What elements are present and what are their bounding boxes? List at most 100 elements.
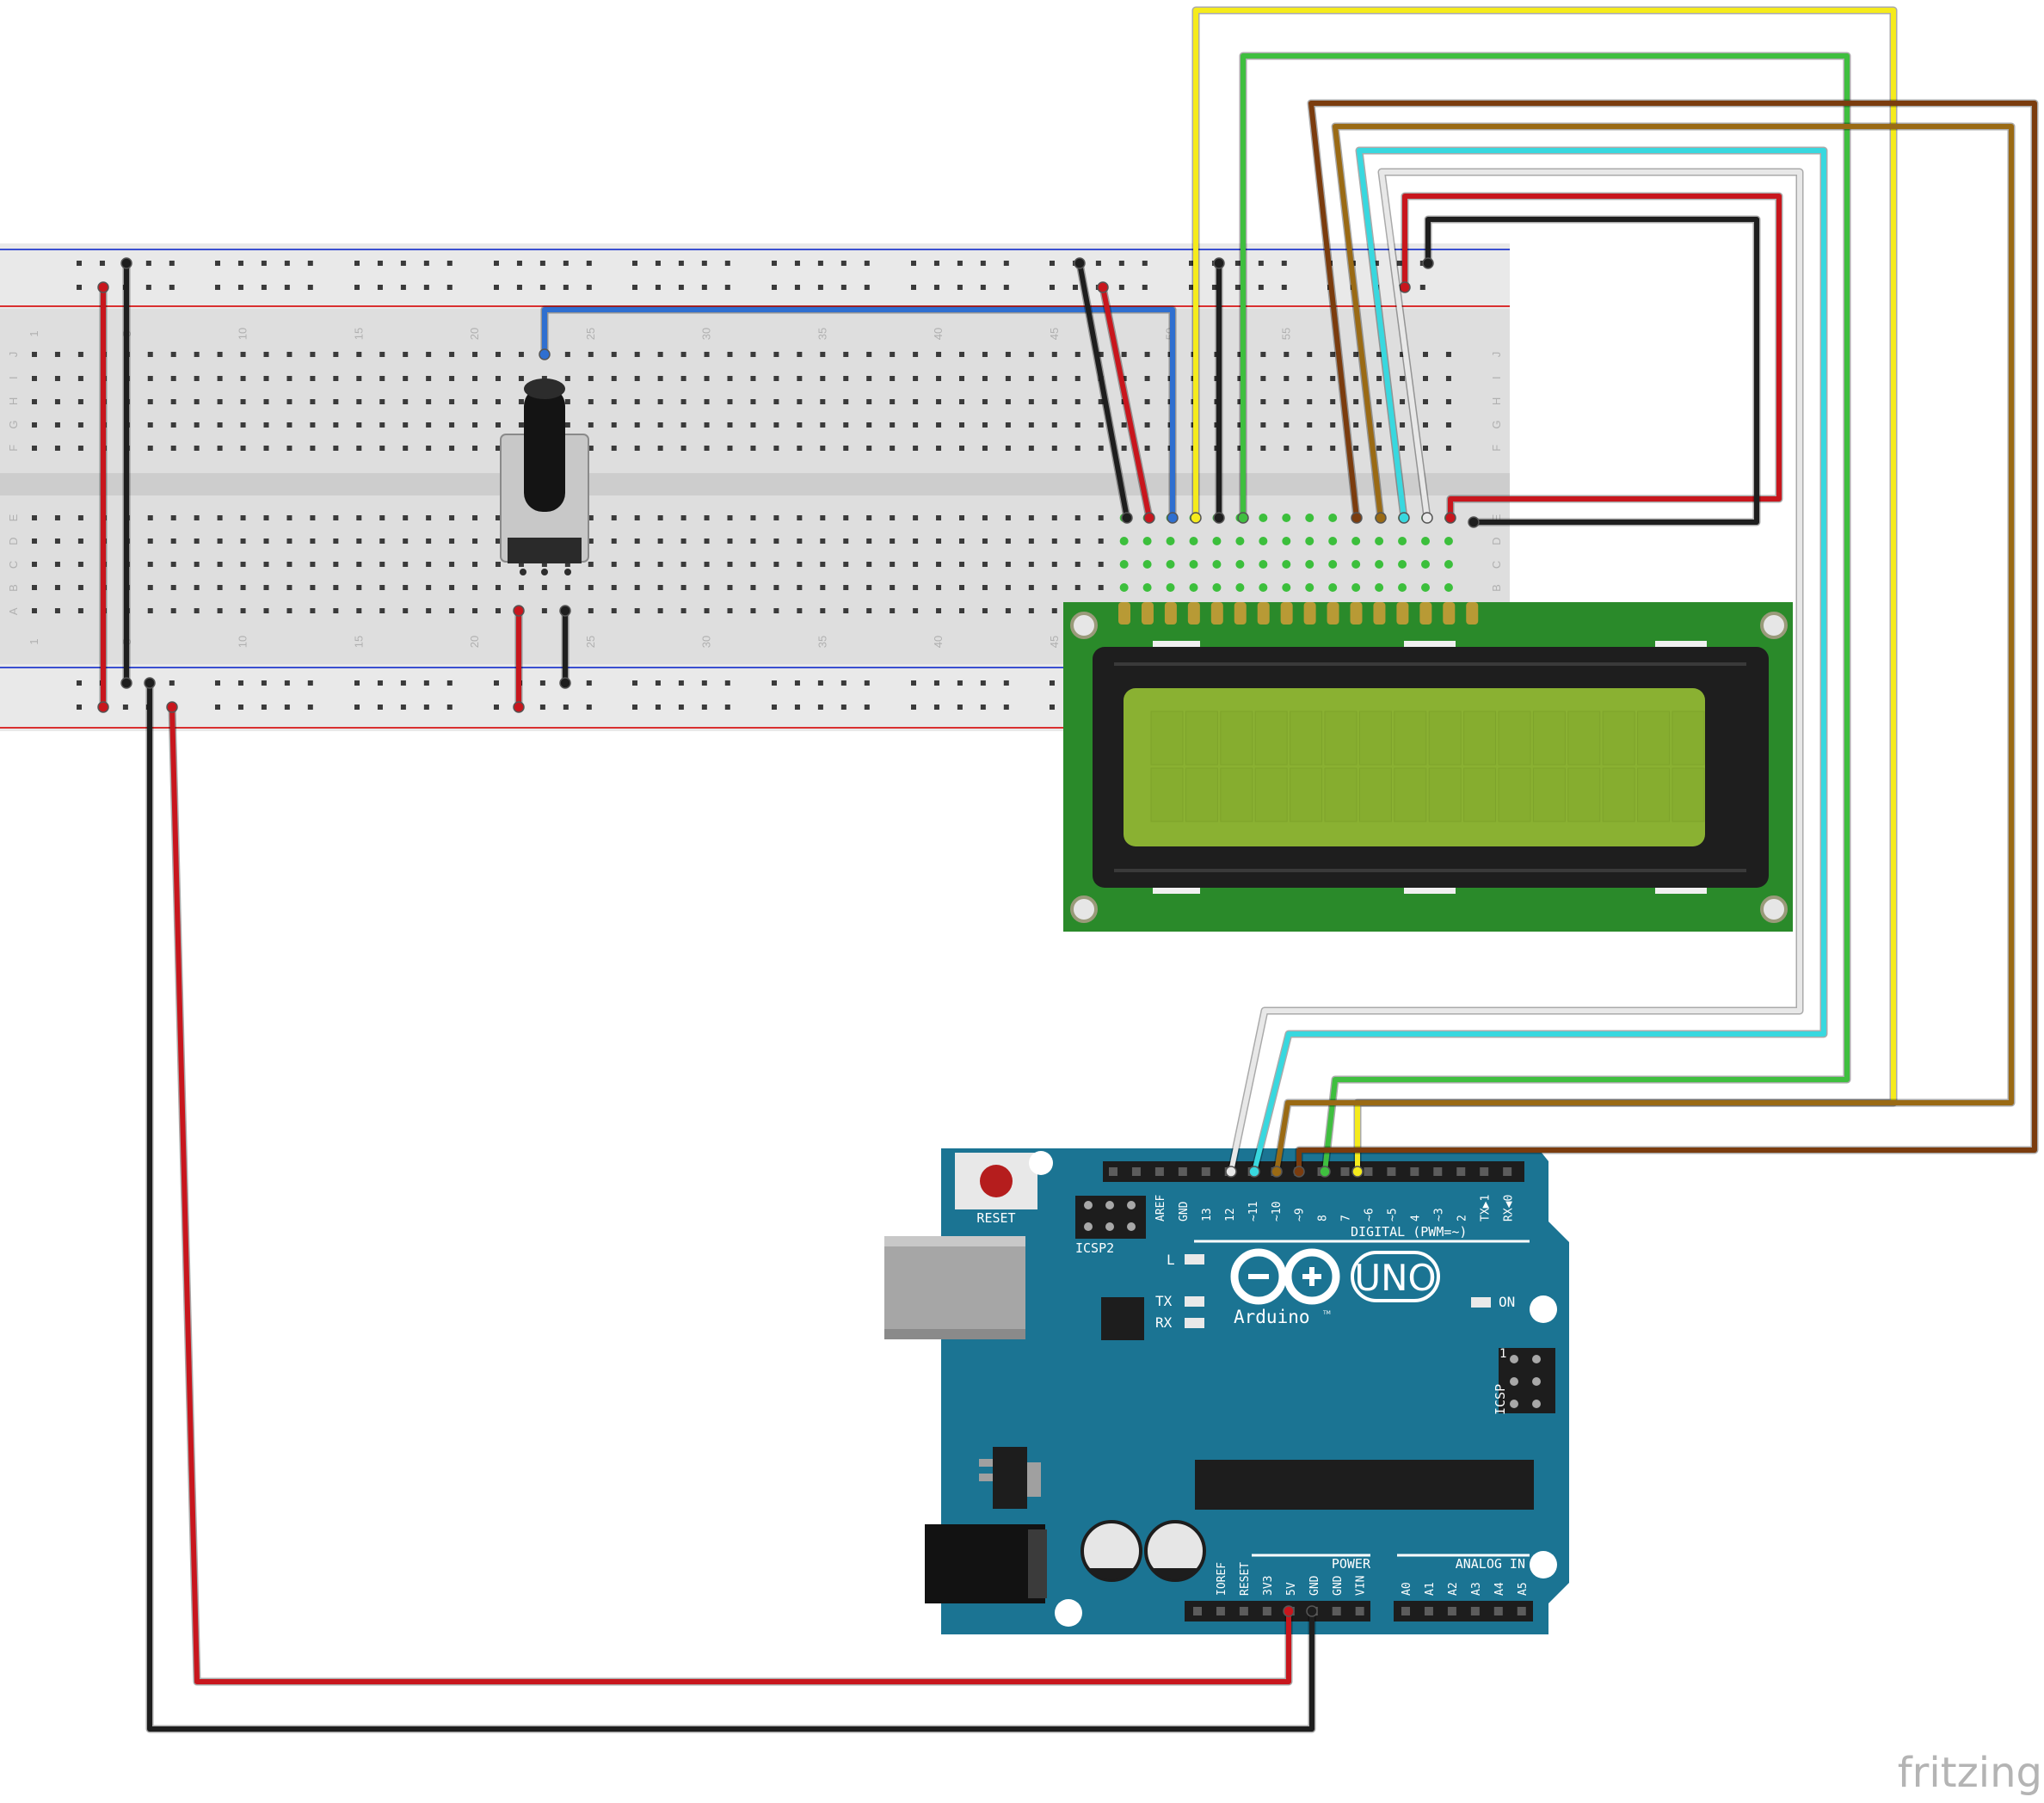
breadboard-hole: [843, 446, 849, 451]
fritzing-watermark: fritzing: [1898, 1749, 2042, 1797]
breadboard-hole: [680, 515, 686, 520]
breadboard-hole: [913, 515, 919, 520]
breadboard-hole: [773, 399, 779, 404]
breadboard-hole: [472, 538, 478, 544]
wire-lcd-d5: [1274, 124, 2014, 1174]
breadboard-hole: [936, 608, 942, 613]
breadboard-hole: [356, 562, 362, 567]
row-letter-left: A: [7, 607, 20, 615]
breadboard-hole: [866, 446, 872, 451]
breadboard-hole: [147, 608, 153, 613]
rail-hole: [980, 705, 986, 710]
breadboard-hole: [1074, 515, 1080, 520]
breadboard-hole: [356, 515, 362, 520]
dc-jack: [925, 1524, 1045, 1603]
breadboard-hole: [541, 585, 547, 590]
rail-hole: [1050, 705, 1055, 710]
breadboard-hole: [1353, 399, 1359, 404]
rail-hole: [957, 680, 963, 686]
arduino-pcb: [941, 1148, 1569, 1634]
wire-lcd-rw-end: [1213, 257, 1225, 269]
breadboard-hole: [773, 585, 779, 590]
rail-hole: [307, 680, 313, 686]
breadboard-hole: [240, 562, 246, 567]
icsp-pins: [1510, 1355, 1541, 1408]
rail-hole: [1003, 705, 1009, 710]
breadboard-hole: [959, 352, 964, 357]
rail-hole: [563, 261, 569, 266]
connected-hole: [1189, 583, 1198, 592]
breadboard-hole: [194, 562, 200, 567]
row-letter-left: H: [7, 397, 20, 405]
breadboard-hole: [1074, 352, 1080, 357]
lcd-header-pins: [1118, 602, 1479, 625]
breadboard-hole: [982, 376, 988, 381]
breadboard-hole: [403, 376, 409, 381]
breadboard-hole: [820, 352, 826, 357]
lcd-mount-hole-tl: [1070, 612, 1098, 639]
breadboard-hole: [773, 515, 779, 520]
breadboard-hole: [1237, 399, 1243, 404]
breadboard-hole: [286, 585, 292, 590]
column-number-top: 40: [932, 328, 945, 340]
breadboard-hole: [634, 585, 640, 590]
reset-button[interactable]: [980, 1165, 1013, 1197]
breadboard-hole: [1237, 376, 1243, 381]
rail-hole: [516, 261, 522, 266]
column-number-top: 15: [352, 328, 365, 340]
breadboard-hole: [496, 399, 501, 404]
breadboard-hole: [680, 538, 686, 544]
breadboard-hole: [1028, 608, 1034, 613]
breadboard-hole: [263, 585, 269, 590]
breadboard-hole: [750, 562, 756, 567]
breadboard-hole: [356, 376, 362, 381]
breadboard-hole: [1353, 352, 1359, 357]
connected-hole: [1235, 537, 1245, 545]
wire-lcd-d7-end: [1225, 1166, 1237, 1178]
rail-hole: [911, 705, 916, 710]
breadboard-hole: [634, 562, 640, 567]
breadboard-hole: [1028, 562, 1034, 567]
breadboard-hole: [727, 399, 733, 404]
connected-hole: [1259, 560, 1268, 569]
breadboard-hole: [263, 446, 269, 451]
wire-lcd-enable-end: [1237, 512, 1249, 524]
breadboard-hole: [634, 515, 640, 520]
breadboard-hole: [32, 422, 37, 428]
breadboard-hole: [866, 422, 872, 428]
breadboard-hole: [240, 446, 246, 451]
lcd-pin: [1234, 602, 1247, 625]
breadboard-hole: [77, 562, 83, 567]
rail-hole: [1003, 285, 1009, 290]
wire-pot-wiper: [542, 307, 1175, 520]
uno-mount-hole-3: [1530, 1551, 1557, 1578]
breadboard-hole: [866, 538, 872, 544]
breadboard-hole: [982, 538, 988, 544]
wire-lcd-d6: [1252, 148, 1826, 1174]
column-number-top: 1: [28, 330, 40, 336]
potentiometer: [500, 378, 589, 575]
rail-hole: [354, 680, 360, 686]
column-number-bottom: 45: [1048, 636, 1061, 648]
wire-lcd-rs: [1193, 8, 1896, 1174]
breadboard-hole: [1260, 446, 1266, 451]
breadboard-hole: [588, 538, 594, 544]
row-letter-left: D: [7, 538, 20, 545]
rail-hole: [817, 705, 823, 710]
breadboard-hole: [1284, 446, 1290, 451]
breadboard-hole: [333, 376, 339, 381]
breadboard-hole: [1098, 538, 1104, 544]
header-pin: [1355, 1607, 1364, 1615]
wire-lcd-rs-end: [1190, 512, 1202, 524]
rail-hole: [237, 680, 243, 686]
lcd-cell: [1672, 711, 1705, 766]
breadboard-hole: [54, 352, 60, 357]
header-pin: [1510, 1355, 1518, 1363]
breadboard-hole: [426, 446, 432, 451]
breadboard-hole: [496, 538, 501, 544]
breadboard-hole: [77, 608, 83, 613]
breadboard-hole: [1098, 422, 1104, 428]
breadboard-hole: [1400, 422, 1406, 428]
breadboard-hole: [890, 422, 896, 428]
breadboard-hole: [843, 376, 849, 381]
